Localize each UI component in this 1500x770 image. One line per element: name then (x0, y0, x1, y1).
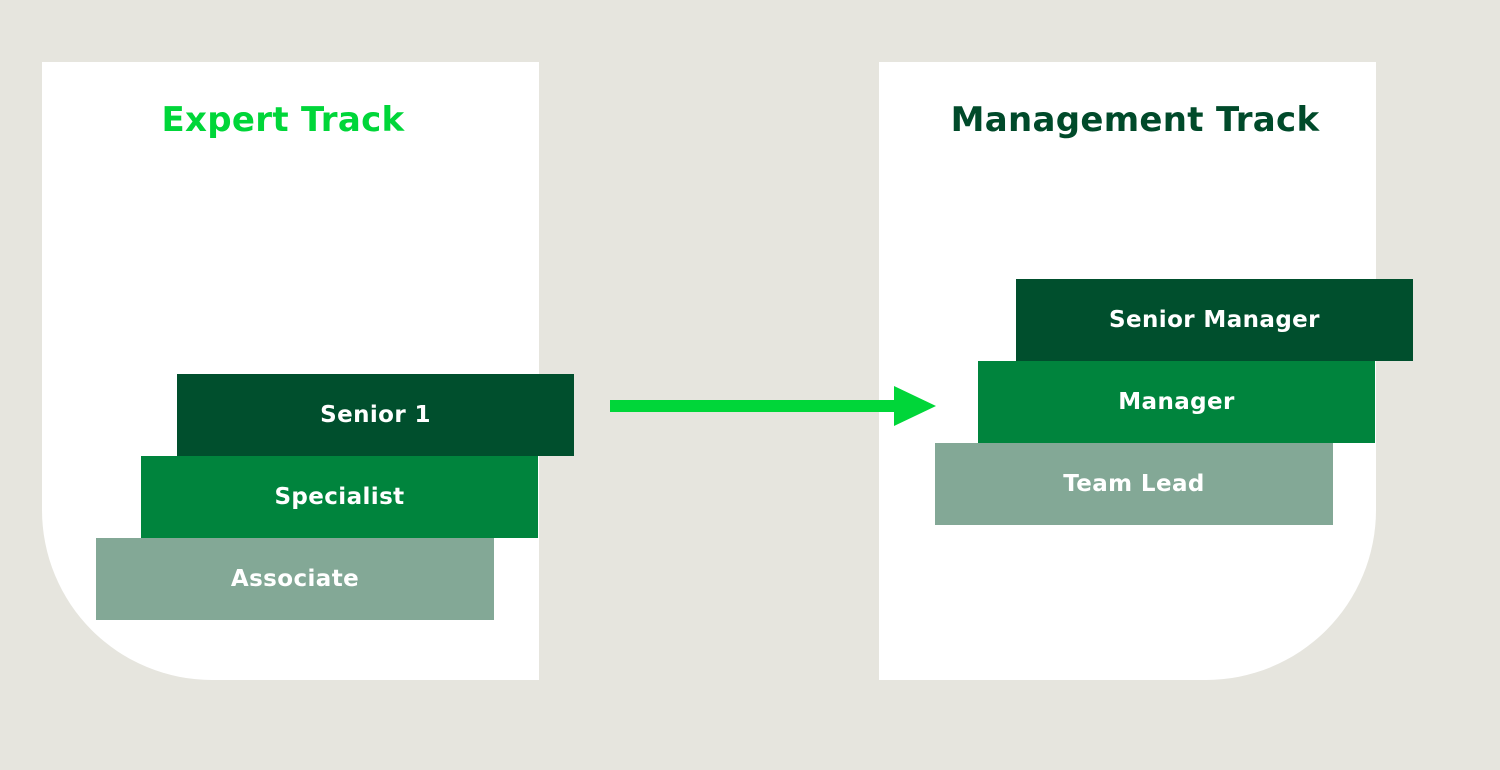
management-level-team-lead: Team Lead (935, 443, 1333, 525)
expert-level-senior-1: Senior 1 (177, 374, 574, 456)
expert-level-associate: Associate (96, 538, 494, 620)
management-track-title: Management Track (950, 100, 1320, 140)
expert-level-specialist: Specialist (141, 456, 538, 538)
management-level-senior-manager: Senior Manager (1016, 279, 1413, 361)
arrow-right-icon (610, 386, 936, 426)
management-level-manager: Manager (978, 361, 1375, 443)
expert-track-title: Expert Track (161, 100, 405, 140)
